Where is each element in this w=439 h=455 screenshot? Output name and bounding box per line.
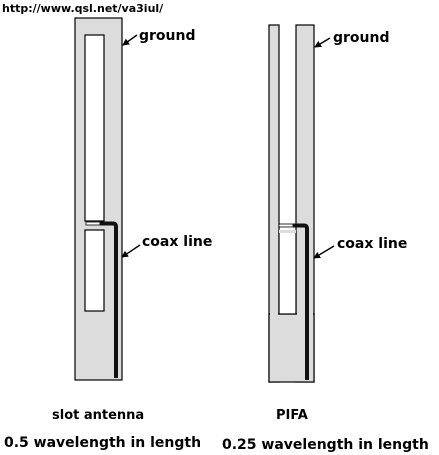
slot-coax-line — [100, 221, 118, 378]
slot-ground-arrow — [122, 34, 138, 46]
pifa-lower-opening — [278, 231, 297, 315]
slot-length: 0.5 wavelength in length — [4, 435, 201, 451]
pifa-coax-arrow — [313, 245, 335, 259]
slot-lower-opening — [84, 229, 105, 312]
slot-upper-opening — [84, 34, 105, 222]
pifa-coax-line — [293, 223, 309, 380]
pifa-antenna: ground coax line — [268, 24, 407, 383]
pifa-ground-label: ground — [333, 30, 390, 46]
source-url: http://www.qsl.net/va3iul/ — [2, 2, 164, 15]
slot-ground-label: ground — [139, 28, 196, 44]
slot-coax-label: coax line — [142, 234, 212, 250]
pifa-caption: PIFA — [276, 408, 308, 423]
pifa-ground-arrow — [314, 37, 331, 48]
pifa-length: 0.25 wavelength in length — [222, 437, 429, 453]
pifa-feed-pin — [278, 223, 294, 228]
slot-antenna: ground coax line — [74, 17, 212, 381]
slot-caption: slot antenna — [52, 408, 144, 423]
slot-feed-pin — [85, 221, 101, 226]
slot-coax-arrow — [121, 244, 141, 258]
pifa-coax-label: coax line — [337, 236, 407, 252]
